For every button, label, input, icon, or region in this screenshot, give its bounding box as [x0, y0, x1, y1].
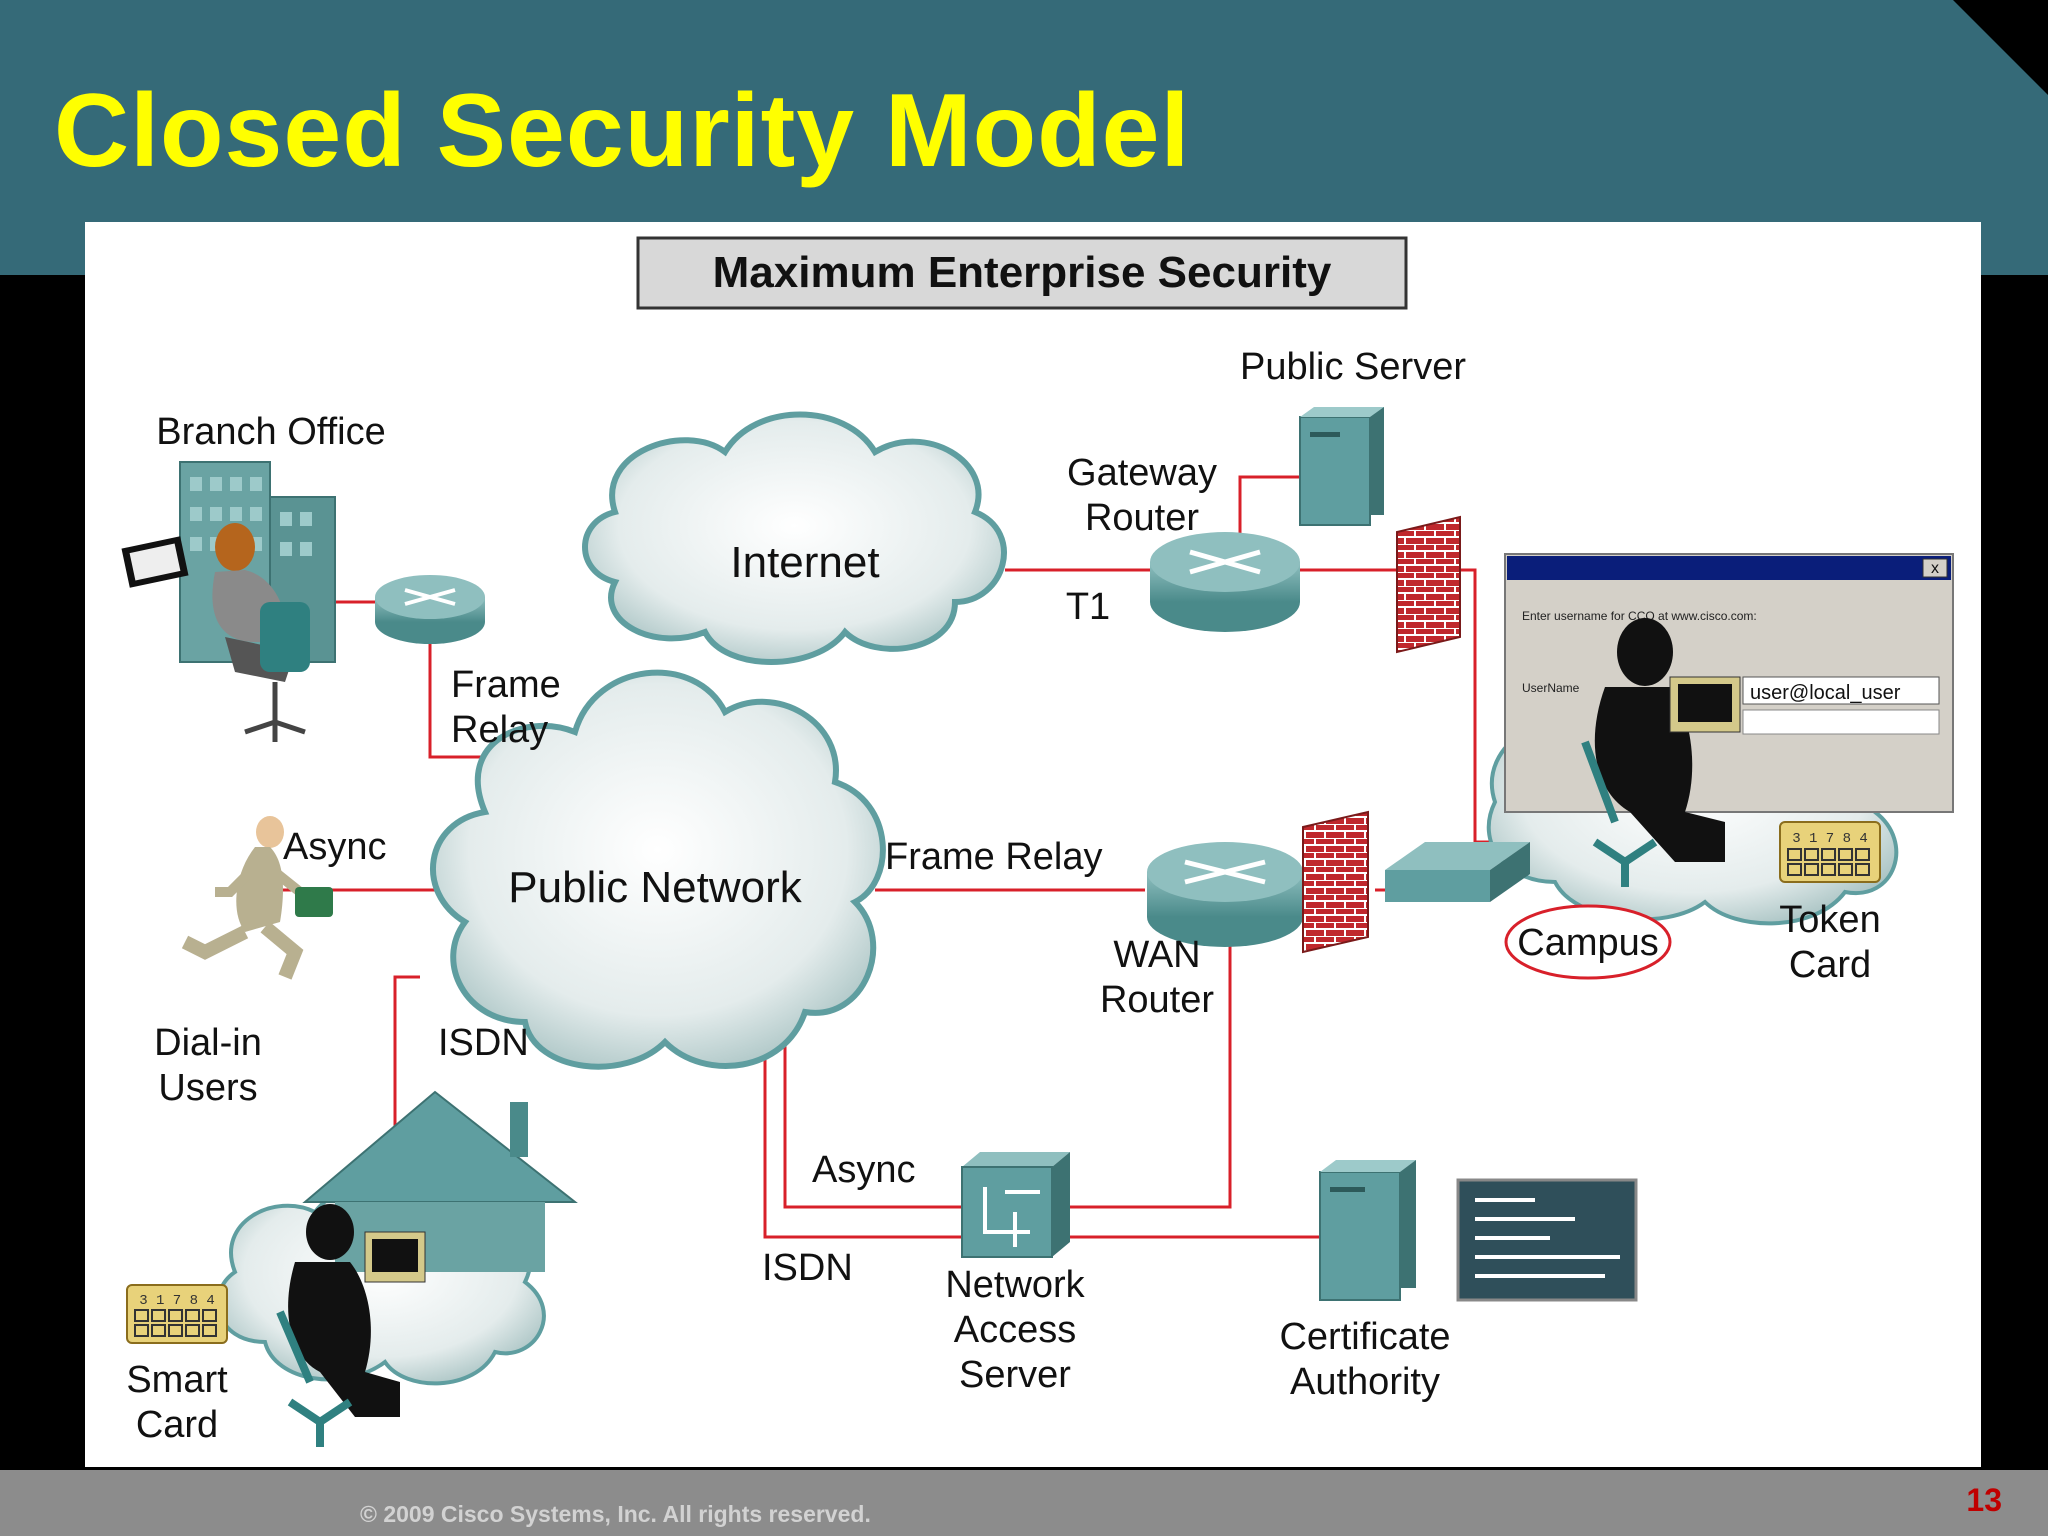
campus-label: Campus: [1517, 922, 1659, 964]
token-card-label-1: Token: [1779, 899, 1880, 941]
frame-relay-label-3: Frame Relay: [885, 836, 1103, 878]
campus-user-icon: [1581, 618, 1741, 887]
wan-firewall-icon: [1302, 810, 1369, 954]
certificate-document-icon: [1456, 1178, 1638, 1302]
campus-marker: Campus: [1504, 904, 1672, 980]
nas-label-2: Access: [954, 1309, 1076, 1351]
gateway-firewall-icon: [1396, 515, 1461, 654]
token-card-label-2: Card: [1789, 944, 1871, 986]
wan-router-label-2: Router: [1100, 979, 1214, 1021]
smart-card-label-2: Card: [136, 1404, 218, 1446]
isdn-label-1: ISDN: [438, 1022, 529, 1064]
async-label-1: Async: [283, 826, 386, 868]
public-server-label: Public Server: [1240, 346, 1466, 388]
gateway-router-label-1: Gateway: [1067, 452, 1217, 494]
header-corner-decoration: [1953, 0, 2048, 95]
login-close-icon: x: [1931, 560, 1939, 577]
nas-label-3: Server: [959, 1354, 1071, 1396]
branch-office-label: Branch Office: [156, 411, 386, 453]
certificate-authority-label-2: Authority: [1290, 1361, 1440, 1403]
wan-router-label-1: WAN: [1113, 934, 1200, 976]
line-public-nas-isdn: [763, 1037, 965, 1239]
frame-relay-label-2: Relay: [451, 709, 548, 751]
login-username-value: user@local_user: [1750, 682, 1901, 704]
t1-label: T1: [1066, 586, 1110, 628]
copyright-text: © 2009 Cisco Systems, Inc. All rights re…: [360, 1501, 871, 1527]
login-field-label: UserName: [1522, 681, 1580, 695]
certificate-authority-server-icon: [1319, 1160, 1416, 1301]
diagram-labels: Public Server Branch Office Gateway Rout…: [126, 346, 1880, 1446]
gateway-router-icon: [1150, 532, 1300, 632]
isdn-label-2: ISDN: [762, 1247, 853, 1289]
frame-relay-label-1: Frame: [451, 664, 561, 706]
certificate-authority-label-1: Certificate: [1279, 1316, 1450, 1358]
slide-footer: [0, 1470, 2048, 1536]
network-diagram: Maximum Enterprise Security Internet Pub…: [121, 236, 1954, 1447]
line-wan-nas: [1070, 927, 1232, 1209]
public-server-icon: [1299, 407, 1384, 526]
slide-title: Closed Security Model: [54, 73, 1191, 189]
async-label-2: Async: [812, 1149, 915, 1191]
line-public-home: [393, 975, 420, 1137]
public-network-label: Public Network: [508, 863, 802, 912]
line-public-nas-async: [783, 1037, 965, 1209]
dialin-users-label-2: Users: [158, 1067, 257, 1109]
dialin-user-icon: [181, 816, 333, 980]
token-card-digits: 3 1 7 8 4: [1792, 831, 1868, 847]
diagram-panel: Maximum Enterprise Security Internet Pub…: [85, 222, 1981, 1467]
login-prompt: Enter username for CCO at www.cisco.com:: [1522, 609, 1757, 623]
internet-label: Internet: [730, 538, 879, 587]
nas-label-1: Network: [945, 1264, 1085, 1306]
internet-cloud: Internet: [582, 411, 1007, 665]
campus-switch-icon: [1385, 842, 1530, 902]
gateway-router-label-2: Router: [1085, 497, 1199, 539]
token-card-icon: 3 1 7 8 4: [1779, 821, 1881, 883]
page-number: 13: [1966, 1482, 2002, 1518]
smart-card-digits: 3 1 7 8 4: [139, 1293, 215, 1309]
smart-card-icon: 3 1 7 8 4: [126, 1284, 228, 1344]
branch-router-icon: [375, 575, 485, 644]
smart-card-label-1: Smart: [126, 1359, 228, 1401]
dialin-users-label-1: Dial-in: [154, 1022, 262, 1064]
branch-office-worker-icon: [121, 523, 310, 742]
wan-router-icon: [1147, 842, 1303, 947]
network-access-server-icon: [961, 1152, 1070, 1258]
public-network-cloud: Public Network: [429, 669, 886, 1070]
banner: Maximum Enterprise Security: [636, 236, 1408, 310]
home-user-icon: [276, 1204, 426, 1447]
banner-text: Maximum Enterprise Security: [713, 248, 1332, 297]
